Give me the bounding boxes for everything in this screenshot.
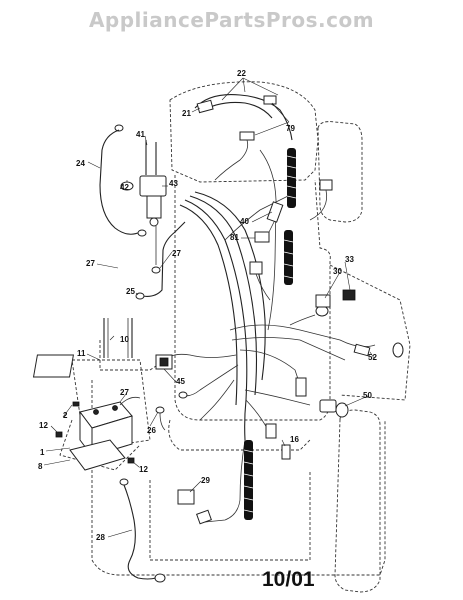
callout-1: 1	[40, 448, 45, 457]
callout-21: 21	[182, 109, 191, 118]
callout-11: 11	[77, 349, 86, 358]
callout-43: 43	[169, 179, 178, 188]
cable-25	[135, 221, 186, 300]
tractor-outline	[59, 81, 411, 593]
headlight-harness	[194, 93, 293, 181]
relay-and-battery	[32, 318, 188, 471]
callout-45: 45	[176, 377, 185, 386]
callout-12-left: 12	[39, 421, 48, 430]
solenoid-assembly	[120, 140, 167, 274]
callout-labels: 22 21 79 41 24 42 43 40 81 27 27 33 30 2…	[38, 69, 377, 542]
coil-wraps	[243, 148, 297, 520]
main-harness	[164, 149, 376, 523]
callout-28: 28	[96, 533, 105, 542]
battery-cable-24	[99, 124, 147, 237]
callout-27-top: 27	[86, 259, 95, 268]
callout-16: 16	[290, 435, 299, 444]
callout-27-low: 27	[120, 388, 129, 397]
date-code: 10/01	[262, 568, 315, 591]
callout-12-right: 12	[139, 465, 148, 474]
callout-10: 10	[120, 335, 129, 344]
callout-29: 29	[201, 476, 210, 485]
callout-27-mid: 27	[172, 249, 181, 258]
callout-22: 22	[237, 69, 246, 78]
callout-24: 24	[76, 159, 85, 168]
callout-42: 42	[120, 183, 129, 192]
watermark: AppliancePartsPros.com	[88, 8, 375, 32]
callout-30: 30	[333, 267, 342, 276]
callout-33: 33	[345, 255, 354, 264]
callout-52: 52	[368, 353, 377, 362]
right-components	[249, 179, 404, 418]
callout-79: 79	[286, 124, 295, 133]
lower-components	[119, 423, 291, 583]
callout-8: 8	[38, 462, 43, 471]
leader-lines	[43, 77, 375, 538]
callout-41: 41	[136, 130, 145, 139]
callout-40: 40	[240, 217, 249, 226]
callout-2: 2	[63, 411, 68, 420]
callout-81: 81	[230, 233, 239, 242]
callout-25: 25	[126, 287, 135, 296]
callout-26: 26	[147, 426, 156, 435]
callout-50: 50	[363, 391, 372, 400]
